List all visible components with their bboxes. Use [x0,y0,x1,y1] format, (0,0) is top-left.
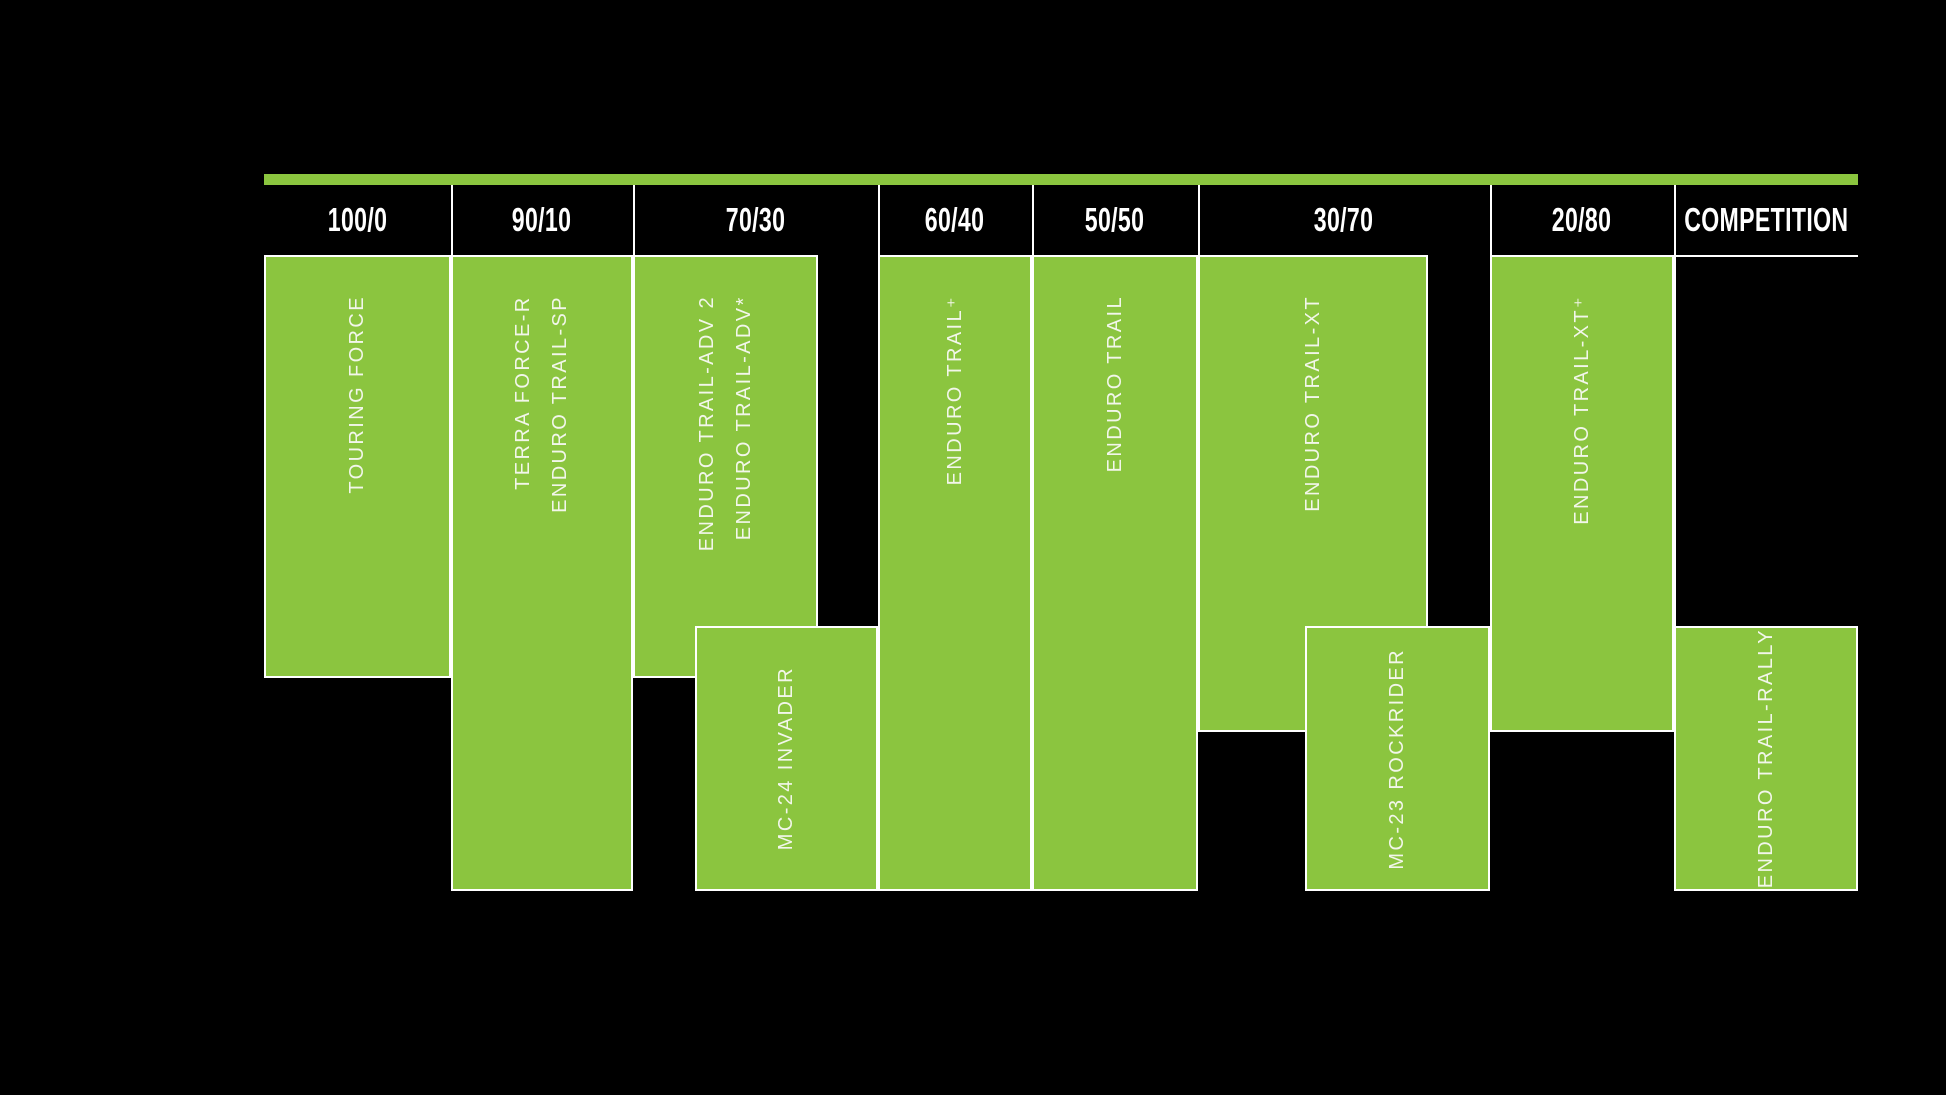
accent-bar [264,174,1858,185]
category-label: COMPETITION [1683,201,1849,238]
product-block-enduro-trail-xt-plus: ENDURO TRAIL-XT⁺ [1490,255,1674,732]
product-label: ENDURO TRAIL⁺ [943,295,966,486]
header-divider [633,185,635,255]
product-block-touring-force: TOURING FORCE [264,255,451,678]
category-header-50-50: 50/50 [1032,185,1198,255]
category-header-competition: COMPETITION [1674,185,1858,255]
category-label: 100/0 [327,201,388,238]
category-label: 70/30 [725,201,786,238]
product-label: TERRA FORCE-R ENDURO TRAIL-SP [512,295,571,513]
product-label: MC-23 ROCKRIDER [1386,647,1408,870]
category-header-20-80: 20/80 [1490,185,1674,255]
product-label: ENDURO TRAIL-RALLY [1754,628,1777,889]
product-block-mc24-invader: MC-24 INVADER [695,626,878,891]
product-label: ENDURO TRAIL [1103,295,1126,473]
header-divider [1674,185,1676,255]
product-block-enduro-trail: ENDURO TRAIL [1032,255,1198,891]
header-divider [1490,185,1492,255]
product-label: TOURING FORCE [346,295,368,494]
product-label: ENDURO TRAIL-ADV 2 ENDURO TRAIL-ADV* [695,295,755,552]
category-header-70-30: 70/30 [633,185,878,255]
product-block-mc23-rockrider: MC-23 ROCKRIDER [1305,626,1490,891]
product-label: MC-24 INVADER [775,666,797,851]
category-header-30-70: 30/70 [1198,185,1490,255]
product-label: ENDURO TRAIL-XT [1301,295,1324,512]
category-header-60-40: 60/40 [878,185,1032,255]
product-block-enduro-trail-rally: ENDURO TRAIL-RALLY [1674,626,1858,891]
category-header-90-10: 90/10 [451,185,633,255]
header-divider [878,185,880,255]
competition-empty-zone [1674,255,1858,626]
category-label: 60/40 [925,201,985,238]
product-block-terra-force-r: TERRA FORCE-R ENDURO TRAIL-SP [451,255,633,891]
category-label: 30/70 [1314,201,1374,238]
category-header-100-0: 100/0 [264,185,451,255]
header-divider [1032,185,1034,255]
header-divider [451,185,453,255]
product-block-enduro-trail-adv: ENDURO TRAIL-ADV 2 ENDURO TRAIL-ADV* [633,255,818,678]
product-label: ENDURO TRAIL-XT⁺ [1570,295,1593,525]
category-label: 50/50 [1085,201,1145,238]
category-label: 20/80 [1552,201,1612,238]
product-block-enduro-trail-plus: ENDURO TRAIL⁺ [878,255,1032,891]
header-divider [1198,185,1200,255]
category-label: 90/10 [512,201,572,238]
